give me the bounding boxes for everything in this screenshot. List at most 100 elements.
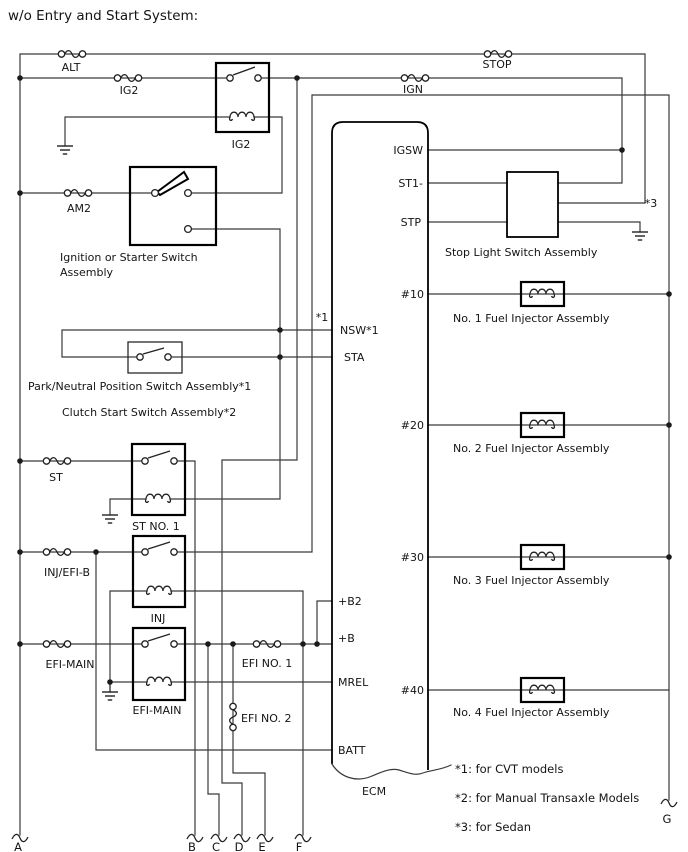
injector1-coil-icon [528,288,556,299]
page-title: w/o Entry and Start System: [8,8,198,24]
connector-symbols [11,798,678,843]
ecm-pin-b: +B [338,632,355,645]
injector4-label: No. 4 Fuel Injector Assembly [453,706,610,719]
wire-inj-coil-feed [170,590,304,836]
st-no1-relay [130,442,187,517]
wire-left-bus [19,53,646,836]
ecm-wavy-bottom [331,763,452,780]
connector-e-label: E [258,840,265,852]
star1-marker: *1 [316,311,329,324]
ground-icon-ig2 [56,145,74,155]
fuse-am2-icon [63,188,93,198]
wire-efi-coil-gnd [109,681,148,693]
wire-ig2-coil-gnd [64,116,231,147]
efi-main-relay-label: EFI-MAIN [133,704,182,717]
wire-nsw [61,329,333,358]
fuse-alt-icon [57,49,87,59]
efi-main-relay-coil-icon [145,676,173,687]
ecm-pin-sta: STA [344,351,365,364]
wire-st-signal [169,228,281,500]
fuse-inj-efi-b-icon [42,547,72,557]
fuse-inj-efi-b-label: INJ/EFI-B [44,566,90,579]
fuse-st-label: ST [49,471,63,484]
ground-icon-efi [101,691,119,701]
note-manual: *2: for Manual Transaxle Models [455,791,639,805]
injector2-coil-icon [528,419,556,430]
fuel-injectors [519,280,566,704]
fuse-st-icon [42,456,72,466]
stop-light-switch-box [506,171,559,238]
wire-inj-row [19,94,670,801]
fuse-efi-no2-icon [228,702,238,732]
ecm-box [331,121,452,780]
ecm-pin-10: #10 [401,288,424,301]
wire-batt [95,551,333,751]
ignition-switch [128,165,218,247]
connector-g-label: G [663,812,672,826]
fuse-efi-main-icon [42,639,72,649]
ecm-pin-stp: STP [401,216,422,229]
ecm-pin-st1: ST1- [398,177,423,190]
junction-dots [17,75,672,685]
fuse-efi-no1-icon [252,639,282,649]
ecm-pin-igsw: IGSW [393,144,423,157]
fuse-am2-label: AM2 [67,202,91,215]
ecm-pin-b2: +B2 [338,595,362,608]
wire-conn-d [221,77,298,836]
ignition-switch-label-line1: Ignition or Starter Switch [60,251,198,264]
ecm-pin-nsw: NSW*1 [340,324,379,337]
wire-conn-c [207,643,220,836]
star3-marker: *3 [645,197,658,210]
inj-relay [131,534,187,609]
st-no1-relay-label: ST NO. 1 [132,520,180,533]
wire-stp [427,221,641,233]
fuse-stop-icon [483,49,513,59]
connector-f-label: F [296,840,303,852]
stop-light-switch-label: Stop Light Switch Assembly [445,246,598,259]
wire-inj-coil-gnd [109,590,148,693]
inj-relay-coil-icon [145,585,173,596]
ground-icon-sedan [631,231,649,241]
wire-efino2 [232,643,266,836]
fuse-ig2-icon [113,73,143,83]
note-sedan: *3: for Sedan [455,820,531,834]
connector-b-label: B [188,840,196,852]
ecm-pin-20: #20 [401,419,424,432]
ig2-relay-coil-icon [228,111,256,122]
ecm-pin-batt: BATT [338,744,366,757]
clutch-start-label: Clutch Start Switch Assembly*2 [62,406,236,419]
park-neutral-label: Park/Neutral Position Switch Assembly*1 [28,380,251,393]
injector3-label: No. 3 Fuel Injector Assembly [453,574,610,587]
fuse-efi-no2-label: EFI NO. 2 [241,712,291,725]
ecm-pin-40: #40 [401,684,424,697]
injector2-label: No. 2 Fuel Injector Assembly [453,442,610,455]
ecm-pin-mrel: MREL [338,676,369,689]
fuse-ign-label: IGN [403,83,423,96]
fuse-stop-label: STOP [483,58,512,71]
wire-st-row [19,460,196,836]
ecm-label: ECM [362,785,386,798]
note-cvt: *1: for CVT models [455,762,563,776]
connector-c-label: C [212,840,220,852]
fuse-ig2-label: IG2 [120,84,139,97]
fuse-efi-no1-label: EFI NO. 1 [242,657,292,670]
connector-a-label: A [14,840,22,852]
connector-d-label: D [235,840,244,852]
ecm-pin-30: #30 [401,551,424,564]
fuse-alt-label: ALT [62,61,81,74]
ground-icon-st-no1 [101,514,119,524]
wire-ig2-row-right [260,77,623,184]
injector3-coil-icon [528,551,556,562]
injector1-label: No. 1 Fuel Injector Assembly [453,312,610,325]
inj-relay-label: INJ [151,612,166,625]
wire-b2 [316,600,333,645]
injector4-coil-icon [528,684,556,695]
ignition-key-lever-icon [155,170,190,197]
st-no1-relay-coil-icon [144,493,172,504]
fuse-ign-icon [400,73,430,83]
efi-main-relay [131,626,187,702]
park-neutral-switch [127,341,183,374]
wire-stno1-coil-gnd [109,498,147,516]
